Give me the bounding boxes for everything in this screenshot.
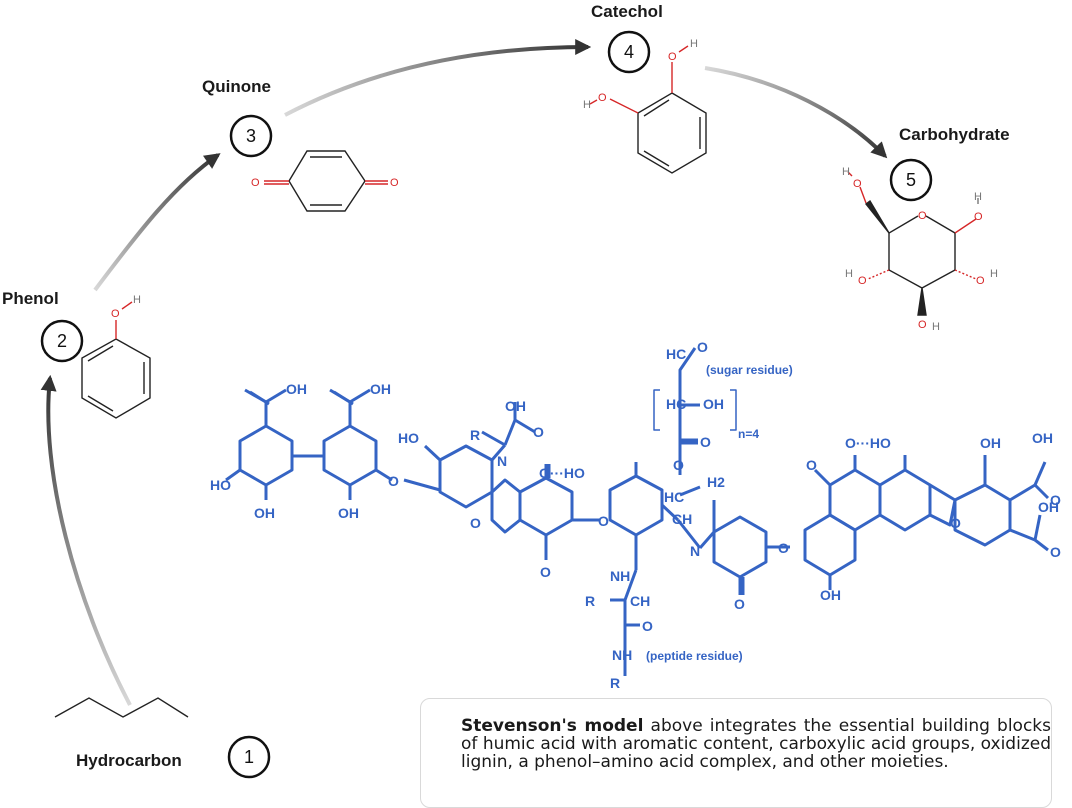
caption-bold: Stevenson's model [461, 716, 644, 736]
catechol-structure: O H O H [583, 38, 707, 174]
step-circles: 1 2 3 4 5 [40, 30, 933, 779]
svg-text:H2: H2 [707, 474, 725, 490]
svg-text:O: O [700, 434, 711, 450]
carbohydrate-structure: O O H O H O H O H O H [842, 166, 998, 333]
svg-text:2: 2 [57, 331, 67, 351]
svg-text:O: O [976, 275, 985, 287]
svg-text:O: O [642, 618, 653, 634]
label-catechol: Catechol [591, 2, 663, 21]
svg-text:O: O [388, 473, 399, 489]
label-phenol: Phenol [2, 289, 59, 308]
caption-text: Stevenson's model above integrates the e… [461, 717, 1051, 771]
svg-text:OH: OH [703, 396, 724, 412]
svg-text:4: 4 [624, 42, 634, 62]
svg-text:HC: HC [666, 346, 686, 362]
step-1-circle: 1 [227, 735, 271, 779]
svg-text:O: O [697, 339, 708, 355]
svg-text:HC: HC [664, 489, 684, 505]
svg-text:H: H [845, 268, 853, 280]
sugar-residue-label: (sugar residue) [706, 363, 793, 377]
svg-text:HC: HC [666, 396, 686, 412]
svg-text:OH: OH [505, 398, 526, 414]
svg-text:R: R [470, 427, 480, 443]
svg-text:NH: NH [610, 568, 630, 584]
label-hydrocarbon: Hydrocarbon [76, 751, 182, 770]
svg-text:O: O [858, 275, 867, 287]
svg-text:O: O [390, 177, 399, 189]
arrow-3-to-4 [284, 39, 592, 117]
step-3-circle: 3 [229, 114, 273, 158]
phenol-structure: O H [81, 294, 151, 419]
svg-text:O: O [1050, 544, 1061, 560]
svg-text:R: R [585, 593, 595, 609]
arrow-1-to-2 [40, 374, 132, 706]
svg-text:O: O [734, 596, 745, 612]
svg-text:H: H [932, 321, 940, 333]
pathway-arrows [40, 39, 888, 706]
arrow-4-to-5 [704, 66, 888, 159]
svg-text:O: O [251, 177, 260, 189]
svg-text:O: O [778, 540, 789, 556]
caption-rest: above integrates the essential building … [461, 716, 1051, 772]
arrow-2-to-3 [93, 153, 221, 292]
svg-text:O: O [668, 51, 677, 63]
svg-text:H: H [133, 294, 141, 306]
svg-text:O: O [974, 211, 983, 223]
svg-text:OH: OH [980, 435, 1001, 451]
step-labels: Hydrocarbon Phenol Quinone Catechol Carb… [2, 2, 1010, 770]
hydrocarbon-structure [54, 697, 189, 718]
label-carbohydrate: Carbohydrate [899, 125, 1010, 144]
svg-text:R: R [610, 675, 620, 691]
svg-text:O: O [950, 515, 961, 531]
svg-text:O: O [470, 515, 481, 531]
svg-text:OH: OH [820, 587, 841, 603]
svg-text:O: O [598, 513, 609, 529]
repeat-label: n=4 [738, 427, 759, 441]
svg-text:HO: HO [398, 430, 419, 446]
svg-text:H: H [990, 268, 998, 280]
svg-text:H: H [842, 166, 850, 178]
svg-text:N: N [690, 543, 700, 559]
svg-text:OH: OH [254, 505, 275, 521]
svg-text:O: O [673, 457, 684, 473]
svg-text:O: O [853, 178, 862, 190]
svg-text:OH: OH [1032, 430, 1053, 446]
step-5-circle: 5 [889, 158, 933, 202]
svg-text:O: O [918, 210, 927, 222]
svg-text:N: N [497, 453, 507, 469]
step-4-circle: 4 [607, 30, 651, 74]
svg-text:H: H [583, 99, 591, 111]
svg-text:OH: OH [338, 505, 359, 521]
svg-text:H: H [974, 191, 982, 203]
quinone-structure: O O [251, 150, 399, 212]
peptide-residue-label: (peptide residue) [646, 649, 743, 663]
svg-text:OH: OH [1038, 499, 1059, 515]
svg-text:O: O [540, 564, 551, 580]
svg-text:5: 5 [906, 170, 916, 190]
svg-text:H: H [690, 38, 698, 50]
svg-text:CH: CH [630, 593, 650, 609]
svg-text:NH: NH [612, 647, 632, 663]
svg-text:O: O [533, 424, 544, 440]
caption-box: Stevenson's model above integrates the e… [420, 698, 1052, 808]
label-quinone: Quinone [202, 77, 271, 96]
svg-text:OH: OH [286, 381, 307, 397]
humic-acid-labels: OH OH HO OH OH O HO R OH O N O O···HO O … [210, 339, 1061, 691]
svg-text:1: 1 [244, 747, 254, 767]
svg-text:O: O [598, 92, 607, 104]
svg-text:O: O [806, 457, 817, 473]
svg-text:OH: OH [370, 381, 391, 397]
step-2-circle: 2 [40, 319, 84, 363]
svg-text:O: O [1050, 492, 1061, 508]
svg-text:HO: HO [210, 477, 231, 493]
humic-acid-structure [225, 347, 1050, 676]
svg-text:O···HO: O···HO [845, 435, 891, 451]
svg-text:CH: CH [672, 511, 692, 527]
svg-text:O···HO: O···HO [539, 465, 585, 481]
svg-text:3: 3 [246, 126, 256, 146]
svg-text:O: O [111, 308, 120, 320]
svg-text:O: O [918, 319, 927, 331]
